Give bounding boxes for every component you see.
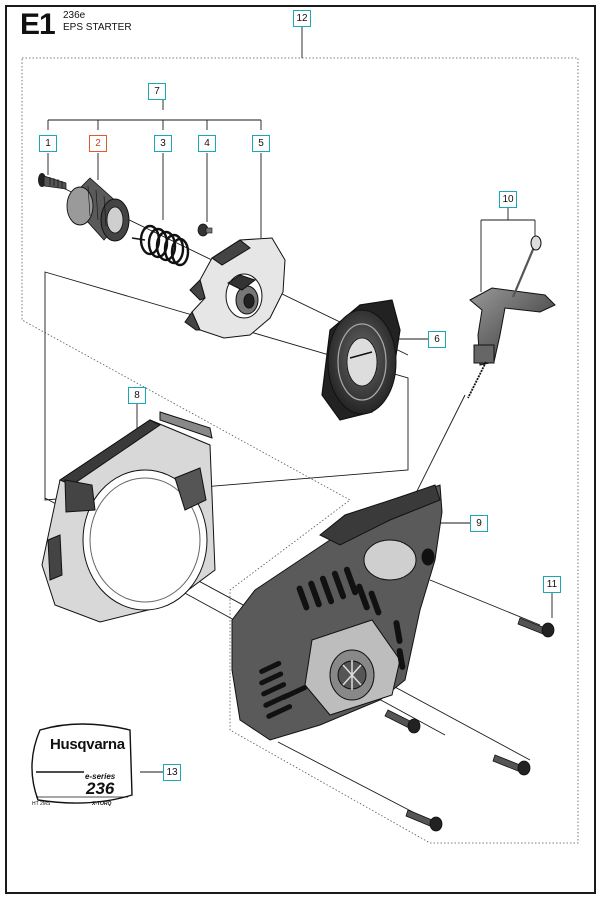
decal-series: e-series: [85, 772, 116, 781]
callout-12[interactable]: 12: [293, 10, 311, 27]
screw-b: [492, 754, 531, 776]
part-13-decal: [31, 723, 133, 804]
decal-right-code: X-TORQ: [92, 801, 112, 807]
housing-screws: [384, 617, 555, 832]
leader-lines: [47, 27, 553, 773]
part-2-pulley: [66, 177, 130, 242]
part-10-handle: [467, 235, 556, 399]
decal-brand: Husqvarna: [50, 736, 125, 753]
decal-left-code: HT 2MS: [32, 801, 51, 807]
part-9-starter-housing: [231, 484, 443, 741]
kit-boundary-dotted: [21, 57, 579, 844]
callout-7[interactable]: 7: [148, 83, 166, 100]
callout-8[interactable]: 8: [128, 387, 146, 404]
part-5-plate: [184, 237, 286, 339]
page-frame: [5, 5, 596, 894]
callout-11[interactable]: 11: [543, 576, 561, 593]
callout-2[interactable]: 2: [89, 135, 107, 152]
screw-a: [384, 709, 421, 734]
part-1-screw: [38, 173, 67, 190]
model-name: 236e: [63, 10, 86, 21]
section-code: E1: [20, 8, 56, 41]
callout-13[interactable]: 13: [163, 764, 181, 781]
screw-c: [405, 809, 443, 832]
part-3-spring: [131, 224, 190, 267]
callout-6[interactable]: 6: [428, 331, 446, 348]
part-6-spring-cassette: [321, 299, 401, 421]
housing-vents: [259, 566, 406, 719]
callout-9[interactable]: 9: [470, 515, 488, 532]
part-8-fan-cover: [41, 411, 216, 623]
decal-model: 236: [86, 779, 115, 798]
callout-1[interactable]: 1: [39, 135, 57, 152]
section-title: EPS STARTER: [63, 22, 132, 33]
part-4-screw: [197, 223, 213, 237]
callout-5[interactable]: 5: [252, 135, 270, 152]
callout-10[interactable]: 10: [499, 191, 517, 208]
callout-4[interactable]: 4: [198, 135, 216, 152]
callout-3[interactable]: 3: [154, 135, 172, 152]
screw-11: [517, 617, 555, 638]
